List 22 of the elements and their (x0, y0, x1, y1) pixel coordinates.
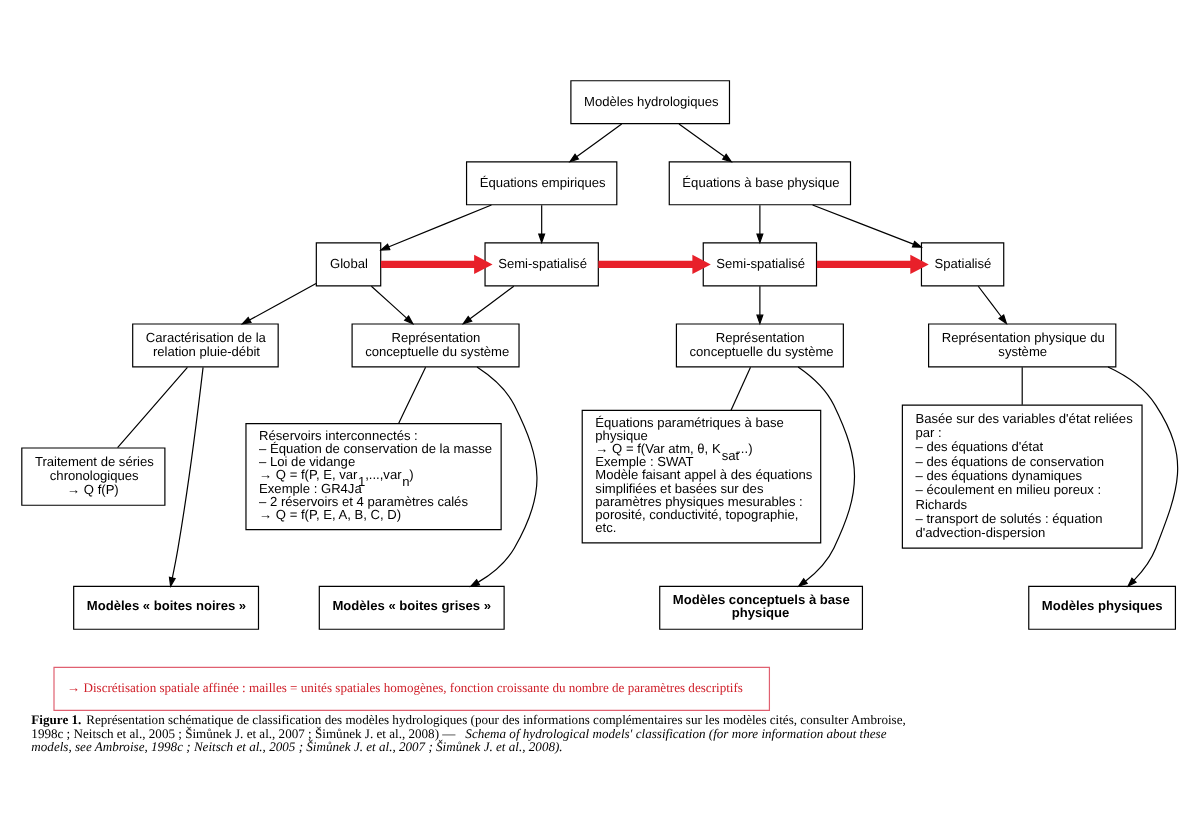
arrow (469, 366, 538, 588)
arrow (1107, 366, 1179, 588)
connector (117, 366, 189, 449)
arrow (370, 285, 415, 325)
arrow (461, 285, 515, 325)
arrow (379, 204, 493, 251)
arrow (598, 254, 711, 275)
arrow (977, 285, 1008, 325)
arrow (756, 204, 764, 245)
connector (730, 366, 752, 411)
arrow (240, 282, 317, 325)
arrow (380, 254, 493, 275)
arrow (812, 204, 923, 248)
arrow (678, 123, 733, 163)
connector (398, 366, 427, 424)
arrow (756, 285, 764, 326)
arrow (537, 204, 546, 245)
arrow (797, 366, 856, 588)
arrow (168, 366, 204, 588)
arrow (568, 123, 623, 163)
arrow (816, 254, 929, 275)
connector (1021, 366, 1023, 406)
